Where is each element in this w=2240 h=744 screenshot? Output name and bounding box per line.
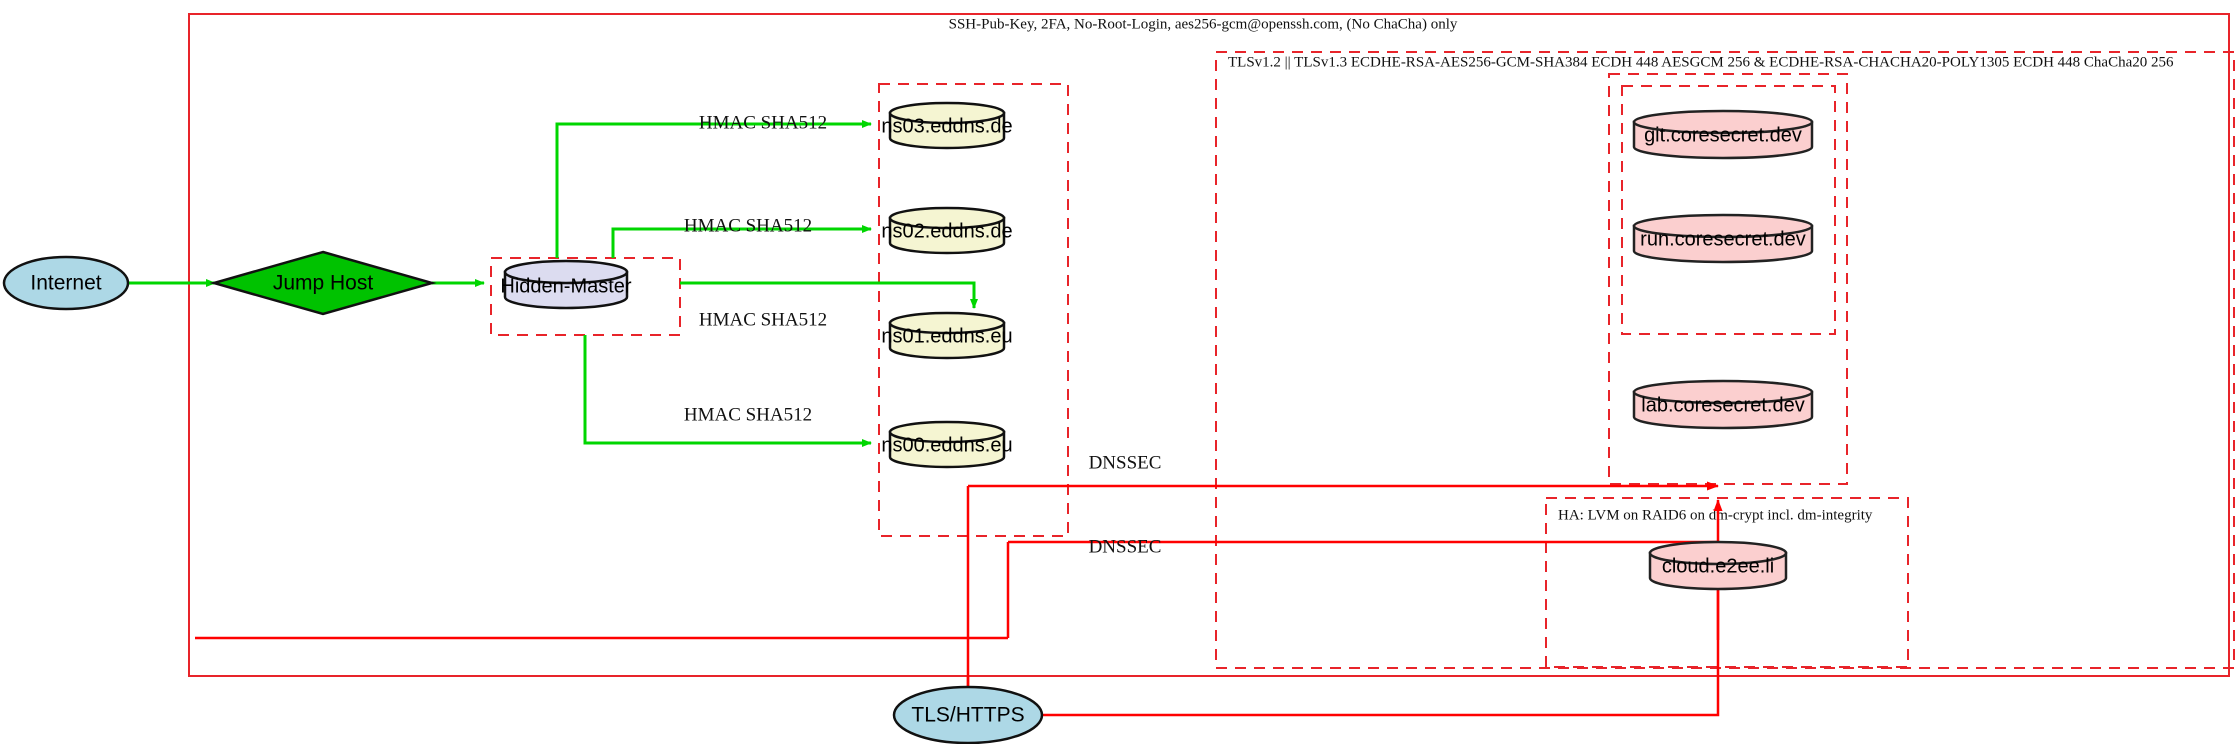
node-run-coresecret[interactable]: run.coresecret.dev: [1632, 213, 1814, 264]
node-tls-https[interactable]: TLS/HTTPS: [892, 685, 1044, 744]
edge-master-ns03: [555, 120, 872, 258]
node-ns02-label: ns02.eddns.de: [881, 220, 1012, 242]
cluster-coresecret-inner-box: [1621, 85, 1836, 335]
edge-label-hmac-ns01: HMAC SHA512: [699, 309, 827, 330]
edge-label-hmac-ns02: HMAC SHA512: [684, 215, 812, 236]
edge-master-ns00: [583, 335, 872, 447]
cluster-tls-label: TLSv1.2 || TLSv1.3 ECDHE-RSA-AES256-GCM-…: [1228, 54, 2174, 70]
node-cloud-e2ee[interactable]: cloud.e2ee.li: [1648, 540, 1788, 591]
edge-tls-to-ha: [1042, 555, 1723, 717]
node-lab-coresecret-label: lab.coresecret.dev: [1641, 394, 1804, 416]
cluster-ssh-box: [188, 13, 2230, 677]
node-run-coresecret-label: run.coresecret.dev: [1640, 228, 1806, 250]
node-internet[interactable]: Internet: [2, 255, 130, 311]
node-ns00[interactable]: ns00.eddns.eu: [881, 420, 1013, 469]
cluster-ha-label: HA: LVM on RAID6 on dm-crypt incl. dm-in…: [1558, 507, 1873, 523]
cluster-coresecret-outer-box: [1608, 73, 1848, 485]
edge-label-hmac-ns03: HMAC SHA512: [699, 112, 827, 133]
node-cloud-e2ee-label: cloud.e2ee.li: [1662, 555, 1774, 577]
node-ns03[interactable]: ns03.eddns.de: [881, 101, 1013, 150]
cluster-ssh-label: SSH-Pub-Key, 2FA, No-Root-Login, aes256-…: [949, 16, 1458, 32]
node-ns02[interactable]: ns02.eddns.de: [881, 206, 1013, 255]
node-git-coresecret[interactable]: git.coresecret.dev: [1632, 109, 1814, 160]
edge-master-ns01: [680, 281, 978, 309]
node-hidden-master[interactable]: Hidden-Master: [500, 259, 632, 310]
node-jump-host-label: Jump Host: [273, 272, 374, 295]
node-internet-label: Internet: [30, 272, 101, 295]
edge-label-hmac-ns00: HMAC SHA512: [684, 404, 812, 425]
edge-label-dnssec-upper: DNSSEC: [1089, 452, 1162, 473]
edge-label-dnssec-lower: DNSSEC: [1089, 536, 1162, 557]
node-ns01-label: ns01.eddns.eu: [881, 325, 1012, 347]
node-ns00-label: ns00.eddns.eu: [881, 434, 1012, 456]
node-hidden-master-label: Hidden-Master: [500, 275, 632, 297]
node-lab-coresecret[interactable]: lab.coresecret.dev: [1632, 379, 1814, 430]
node-ns03-label: ns03.eddns.de: [881, 115, 1012, 137]
edge-master-ns02: [611, 225, 872, 258]
node-git-coresecret-label: git.coresecret.dev: [1644, 124, 1802, 146]
cluster-ha-box: [1545, 497, 1909, 668]
node-jump-host[interactable]: Jump Host: [209, 250, 437, 316]
node-tls-https-label: TLS/HTTPS: [911, 704, 1024, 727]
node-ns01[interactable]: ns01.eddns.eu: [881, 311, 1013, 360]
cluster-dns-box: [878, 83, 1069, 537]
